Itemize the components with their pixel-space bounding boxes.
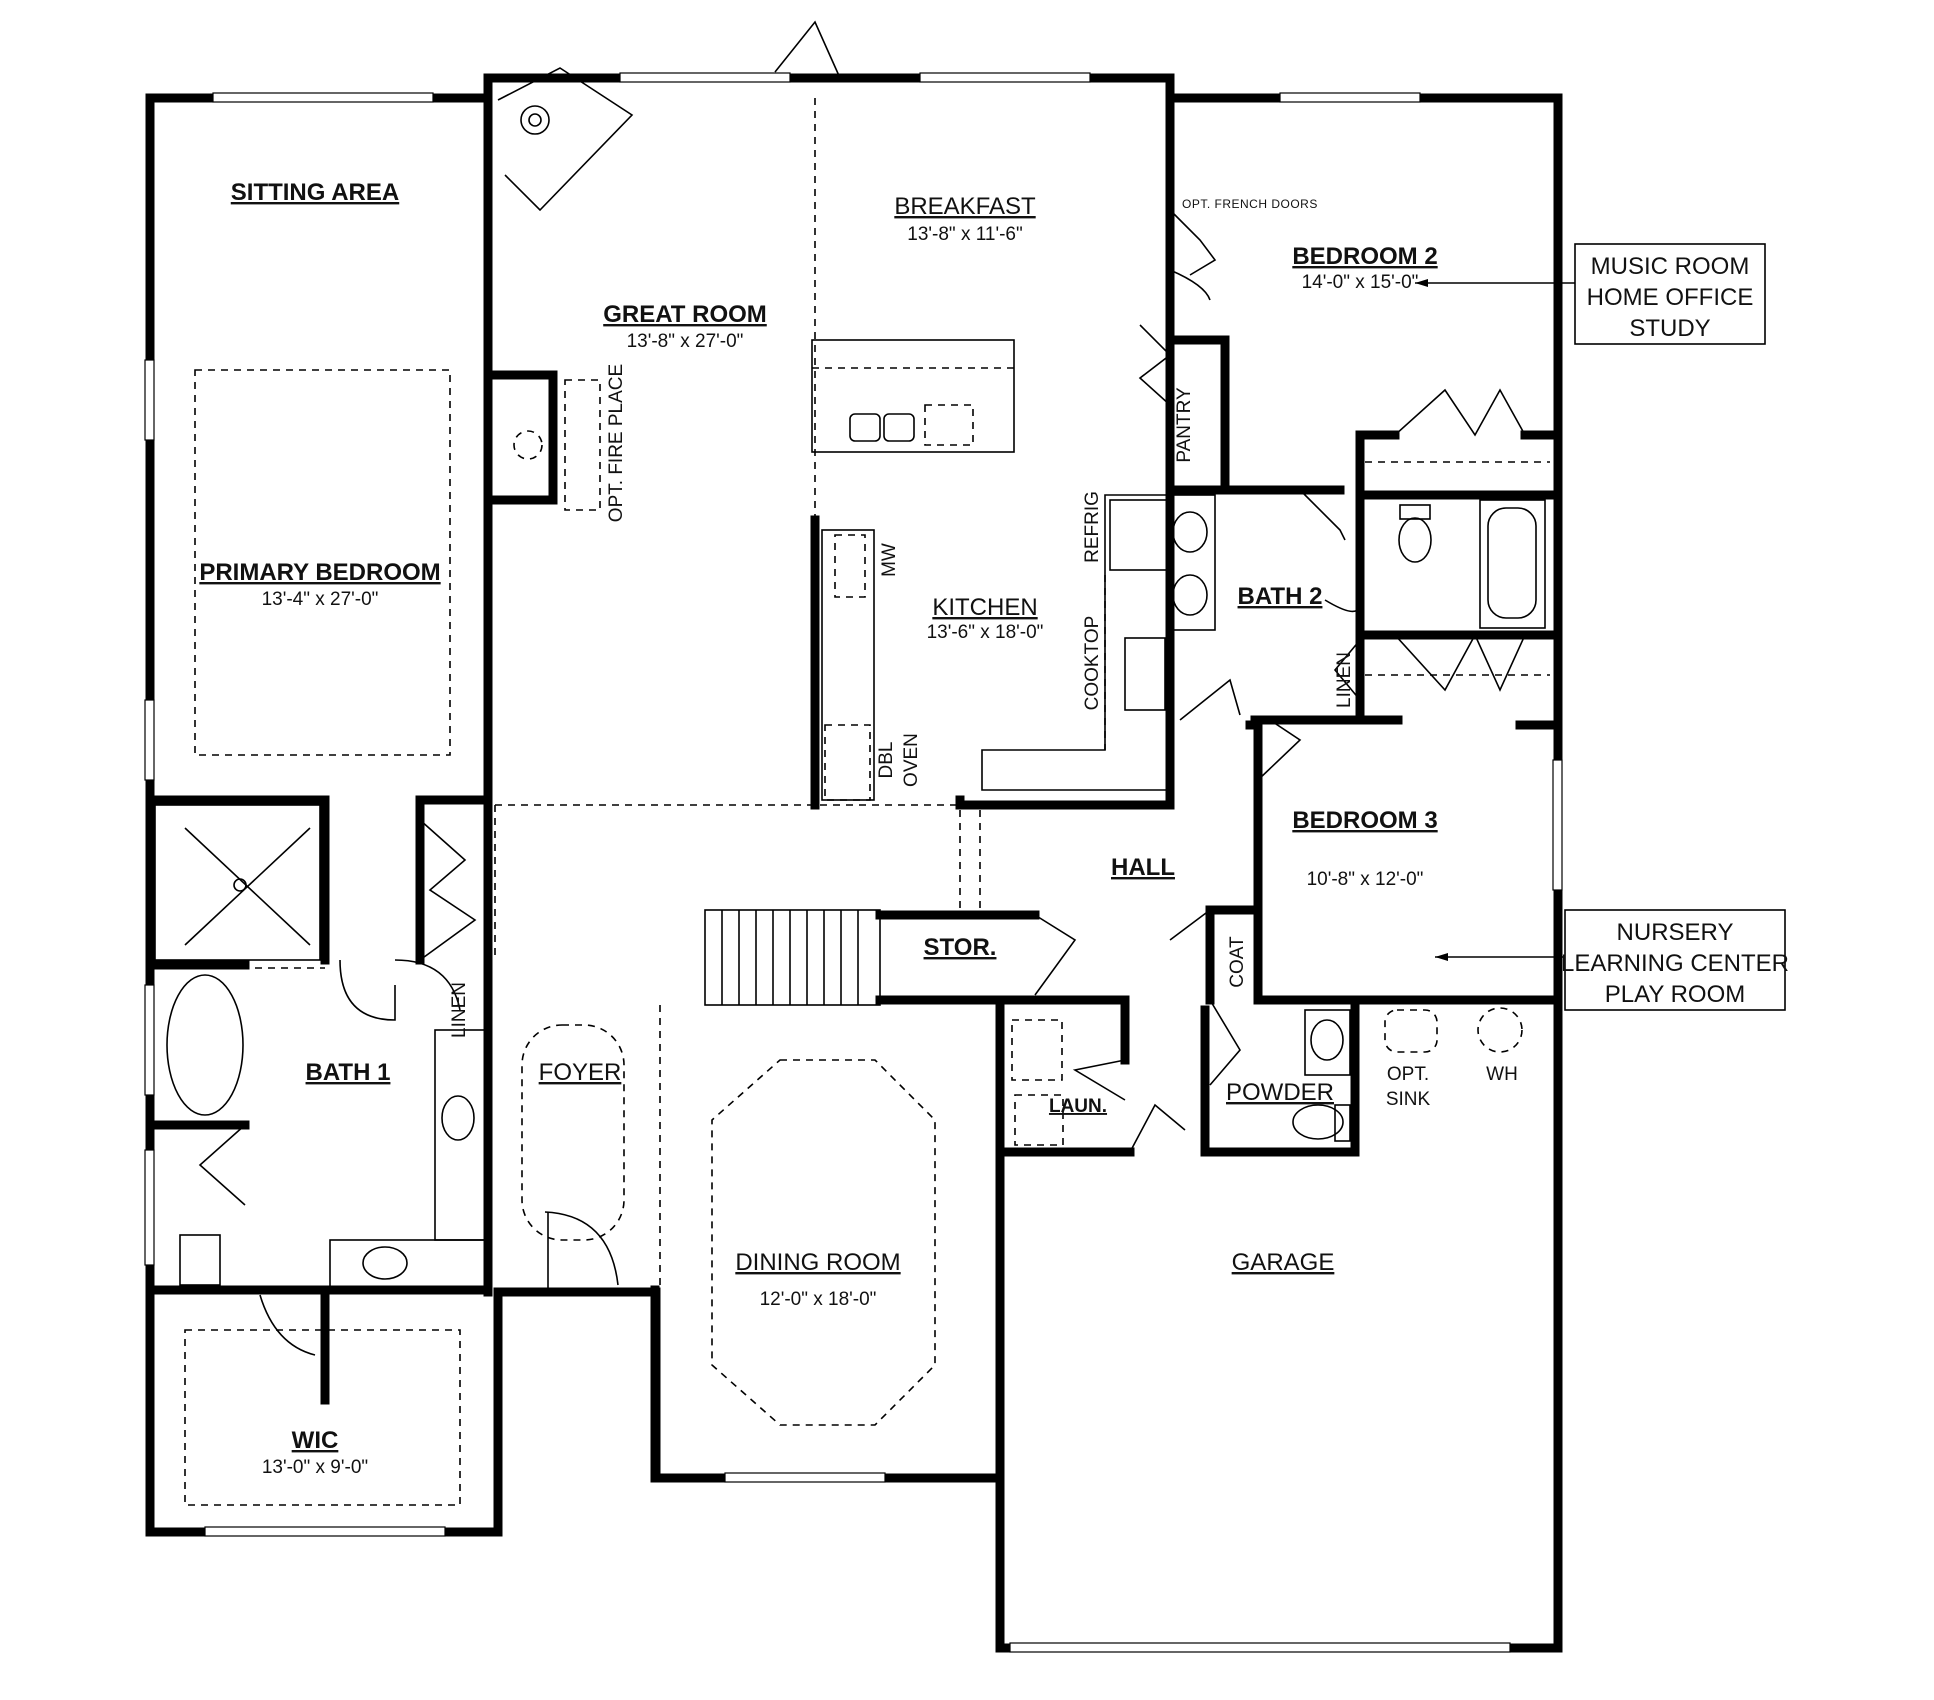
dim-bedroom-2: 14'-0" x 15'-0"	[1302, 272, 1419, 293]
label-foyer: FOYER	[539, 1059, 622, 1086]
walls	[145, 73, 1563, 1653]
label-kitchen: KITCHEN	[932, 594, 1037, 621]
callout-labels: MUSIC ROOM HOME OFFICE STUDY NURSERY LEA…	[1561, 253, 1789, 1008]
label-wic: WIC	[292, 1427, 339, 1454]
label-breakfast: BREAKFAST	[894, 193, 1036, 220]
label-dbl: DBL	[876, 742, 897, 779]
callout-bedroom3	[1435, 909, 1786, 1011]
dim-breakfast: 13'-8" x 11'-6"	[907, 224, 1022, 245]
label-opt: OPT.	[1387, 1064, 1429, 1085]
doors	[198, 20, 1526, 1356]
label-linen-bath1: LINEN	[449, 982, 470, 1038]
label-dining-room: DINING ROOM	[735, 1249, 900, 1276]
dim-primary-bedroom: 13'-4" x 27'-0"	[262, 589, 379, 610]
label-powder: POWDER	[1226, 1079, 1334, 1106]
label-sitting-area: SITTING AREA	[231, 179, 399, 206]
callout-bedroom2-line-3: STUDY	[1629, 315, 1710, 342]
callout-bedroom2-line-1: MUSIC ROOM	[1591, 253, 1750, 280]
label-stor: STOR.	[924, 934, 997, 961]
label-bedroom-2: BEDROOM 2	[1292, 243, 1437, 270]
callout-bedroom3-line-3: PLAY ROOM	[1605, 981, 1745, 1008]
label-pantry: PANTRY	[1174, 387, 1195, 463]
label-great-room: GREAT ROOM	[603, 301, 767, 328]
label-mw: MW	[879, 543, 900, 577]
callout-bedroom2-line-2: HOME OFFICE	[1587, 284, 1754, 311]
label-bath-1: BATH 1	[306, 1059, 391, 1086]
windows	[144, 72, 1563, 1653]
callout-bedroom3-line-2: LEARNING CENTER	[1561, 950, 1789, 977]
label-bath-2: BATH 2	[1238, 583, 1323, 610]
dim-bedroom-3: 10'-8" x 12'-0"	[1307, 869, 1424, 890]
label-opt-french-doors: OPT. FRENCH DOORS	[1182, 197, 1318, 211]
label-refrig: REFRIG	[1082, 491, 1103, 563]
room-labels: SITTING AREA PRIMARY BEDROOM 13'-4" x 27…	[199, 179, 1518, 1478]
callout-bedroom3-line-1: NURSERY	[1617, 919, 1734, 946]
label-sink: SINK	[1386, 1089, 1431, 1110]
label-laun: LAUN.	[1049, 1096, 1107, 1117]
dim-wic: 13'-0" x 9'-0"	[262, 1457, 368, 1478]
dim-great-room: 13'-8" x 27'-0"	[627, 331, 744, 352]
label-garage: GARAGE	[1232, 1249, 1335, 1276]
label-primary-bedroom: PRIMARY BEDROOM	[199, 559, 440, 586]
callout-bedroom2	[1415, 243, 1766, 345]
label-hall: HALL	[1111, 854, 1175, 881]
label-cooktop: COOKTOP	[1082, 616, 1103, 711]
label-coat: COAT	[1227, 936, 1248, 988]
label-linen-bath2: LINEN	[1334, 652, 1355, 708]
label-oven: OVEN	[901, 733, 922, 787]
label-opt-fireplace: OPT. FIRE PLACE	[606, 364, 627, 522]
fixtures	[154, 67, 1550, 1289]
label-bedroom-3: BEDROOM 3	[1292, 807, 1437, 834]
dim-kitchen: 13'-6" x 18'-0"	[927, 622, 1044, 643]
label-wh: WH	[1486, 1064, 1518, 1085]
dim-dining-room: 12'-0" x 18'-0"	[760, 1289, 877, 1310]
